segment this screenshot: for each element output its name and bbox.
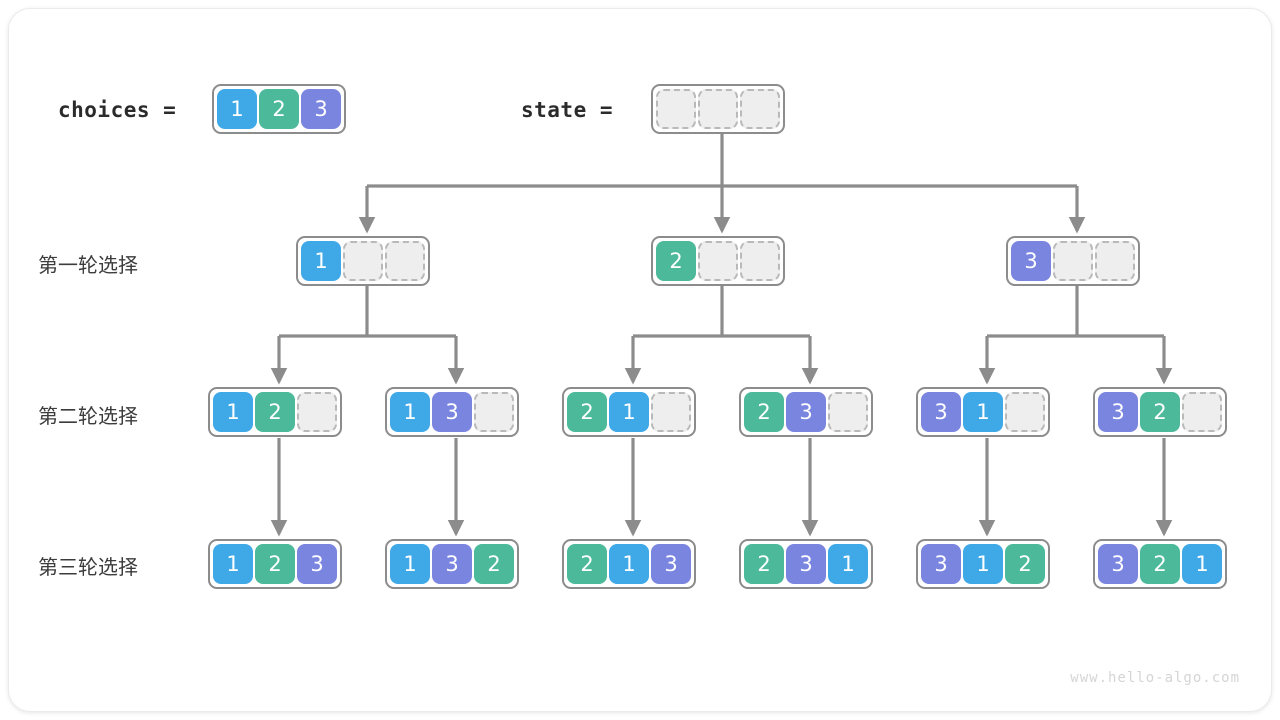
array-cell: 1 — [1182, 544, 1222, 584]
level1-node: 1 — [296, 236, 430, 286]
array-cell: 2 — [1005, 544, 1045, 584]
state-array — [651, 84, 785, 134]
state-label: state = — [521, 98, 614, 122]
level2-node: 2 1 — [562, 387, 696, 437]
array-cell: 2 — [1140, 544, 1180, 584]
array-cell-empty — [474, 392, 514, 432]
array-cell: 2 — [744, 544, 784, 584]
array-cell: 3 — [786, 392, 826, 432]
round-label-2: 第二轮选择 — [38, 404, 138, 428]
level3-node: 1 2 3 — [208, 539, 342, 589]
round-label-1: 第一轮选择 — [38, 253, 138, 277]
array-cell-empty — [385, 241, 425, 281]
array-cell: 3 — [786, 544, 826, 584]
array-cell-empty — [656, 89, 696, 129]
array-cell: 1 — [213, 392, 253, 432]
array-cell: 2 — [255, 544, 295, 584]
array-cell-empty — [1095, 241, 1135, 281]
choices-label: choices = — [58, 98, 177, 122]
level3-node: 2 3 1 — [739, 539, 873, 589]
level2-node: 2 3 — [739, 387, 873, 437]
array-cell: 2 — [744, 392, 784, 432]
array-cell: 2 — [259, 89, 299, 129]
array-cell: 1 — [963, 392, 1003, 432]
array-cell: 1 — [217, 89, 257, 129]
array-cell: 2 — [656, 241, 696, 281]
array-cell: 3 — [1098, 544, 1138, 584]
array-cell-empty — [698, 241, 738, 281]
array-cell: 3 — [1011, 241, 1051, 281]
array-cell-empty — [651, 392, 691, 432]
array-cell: 3 — [297, 544, 337, 584]
array-cell-empty — [1005, 392, 1045, 432]
array-cell: 3 — [651, 544, 691, 584]
array-cell: 1 — [213, 544, 253, 584]
array-cell-empty — [1182, 392, 1222, 432]
array-cell: 3 — [432, 544, 472, 584]
watermark: www.hello-algo.com — [1070, 670, 1240, 686]
level2-node: 3 2 — [1093, 387, 1227, 437]
choices-array: 1 2 3 — [212, 84, 346, 134]
array-cell-empty — [828, 392, 868, 432]
array-cell: 2 — [255, 392, 295, 432]
array-cell-empty — [297, 392, 337, 432]
level3-node: 3 1 2 — [916, 539, 1050, 589]
array-cell-empty — [740, 241, 780, 281]
array-cell-empty — [698, 89, 738, 129]
level2-node: 1 2 — [208, 387, 342, 437]
array-cell: 3 — [1098, 392, 1138, 432]
array-cell-empty — [343, 241, 383, 281]
array-cell: 1 — [390, 544, 430, 584]
round-label-3: 第三轮选择 — [38, 555, 138, 579]
array-cell: 2 — [1140, 392, 1180, 432]
level1-node: 2 — [651, 236, 785, 286]
array-cell: 1 — [609, 392, 649, 432]
array-cell: 1 — [963, 544, 1003, 584]
array-cell: 1 — [828, 544, 868, 584]
array-cell: 3 — [921, 544, 961, 584]
level3-node: 3 2 1 — [1093, 539, 1227, 589]
array-cell: 3 — [432, 392, 472, 432]
level3-node: 1 3 2 — [385, 539, 519, 589]
array-cell: 2 — [474, 544, 514, 584]
level2-node: 3 1 — [916, 387, 1050, 437]
array-cell: 3 — [301, 89, 341, 129]
level1-node: 3 — [1006, 236, 1140, 286]
array-cell: 1 — [390, 392, 430, 432]
array-cell: 1 — [609, 544, 649, 584]
array-cell: 2 — [567, 392, 607, 432]
level2-node: 1 3 — [385, 387, 519, 437]
array-cell: 2 — [567, 544, 607, 584]
level3-node: 2 1 3 — [562, 539, 696, 589]
array-cell-empty — [740, 89, 780, 129]
array-cell-empty — [1053, 241, 1093, 281]
array-cell: 1 — [301, 241, 341, 281]
array-cell: 3 — [921, 392, 961, 432]
